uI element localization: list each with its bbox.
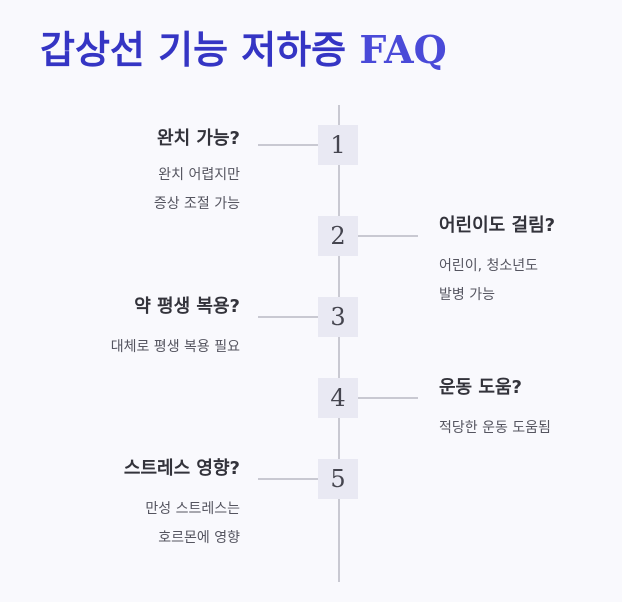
title-korean: 갑상선 기능 저하증 [40,28,347,72]
faq-answer-5-line-1: 만성 스트레스는 [145,501,240,517]
faq-answer-1-line-1: 완치 어렵지만 [158,167,240,183]
step-number-5-text: 5 [330,465,346,493]
faq-question-2: 어린이도 걸림? [439,215,556,236]
connector-5 [258,478,318,480]
step-number-1-text: 1 [330,131,346,159]
connector-3 [258,316,318,318]
step-number-4: 4 [318,378,358,418]
connector-4 [358,397,418,399]
step-number-3-text: 3 [330,303,346,331]
faq-answer-4-line-1: 적당한 운동 도움됨 [439,420,551,436]
faq-question-3: 약 평생 복용? [134,296,240,317]
connector-2 [358,235,418,237]
faq-question-1: 완치 가능? [157,128,240,149]
faq-answer-4: 적당한 운동 도움됨 [439,414,551,443]
page-title: 갑상선 기능 저하증 FAQ [40,24,447,76]
step-number-4-text: 4 [330,384,346,412]
faq-question-5: 스트레스 영향? [123,458,240,479]
faq-question-4: 운동 도움? [439,377,522,398]
faq-answer-1: 완치 어렵지만 증상 조절 가능 [154,161,240,219]
faq-answer-1-line-2: 증상 조절 가능 [153,196,240,212]
faq-answer-2: 어린이, 청소년도 발병 가능 [439,252,538,310]
step-number-3: 3 [318,297,358,337]
faq-answer-2-line-1: 어린이, 청소년도 [439,258,539,274]
connector-1 [258,144,318,146]
faq-answer-3: 대체로 평생 복용 필요 [111,333,240,362]
title-latin: FAQ [359,27,447,72]
timeline-axis [338,105,340,582]
step-number-5: 5 [318,459,358,499]
faq-answer-5: 만성 스트레스는 호르몬에 영향 [145,495,240,553]
step-number-2-text: 2 [330,222,346,250]
step-number-2: 2 [318,216,358,256]
step-number-1: 1 [318,125,358,165]
faq-answer-2-line-2: 발병 가능 [439,287,495,303]
faq-answer-5-line-2: 호르몬에 영향 [158,530,240,546]
faq-answer-3-line-1: 대체로 평생 복용 필요 [110,339,240,355]
